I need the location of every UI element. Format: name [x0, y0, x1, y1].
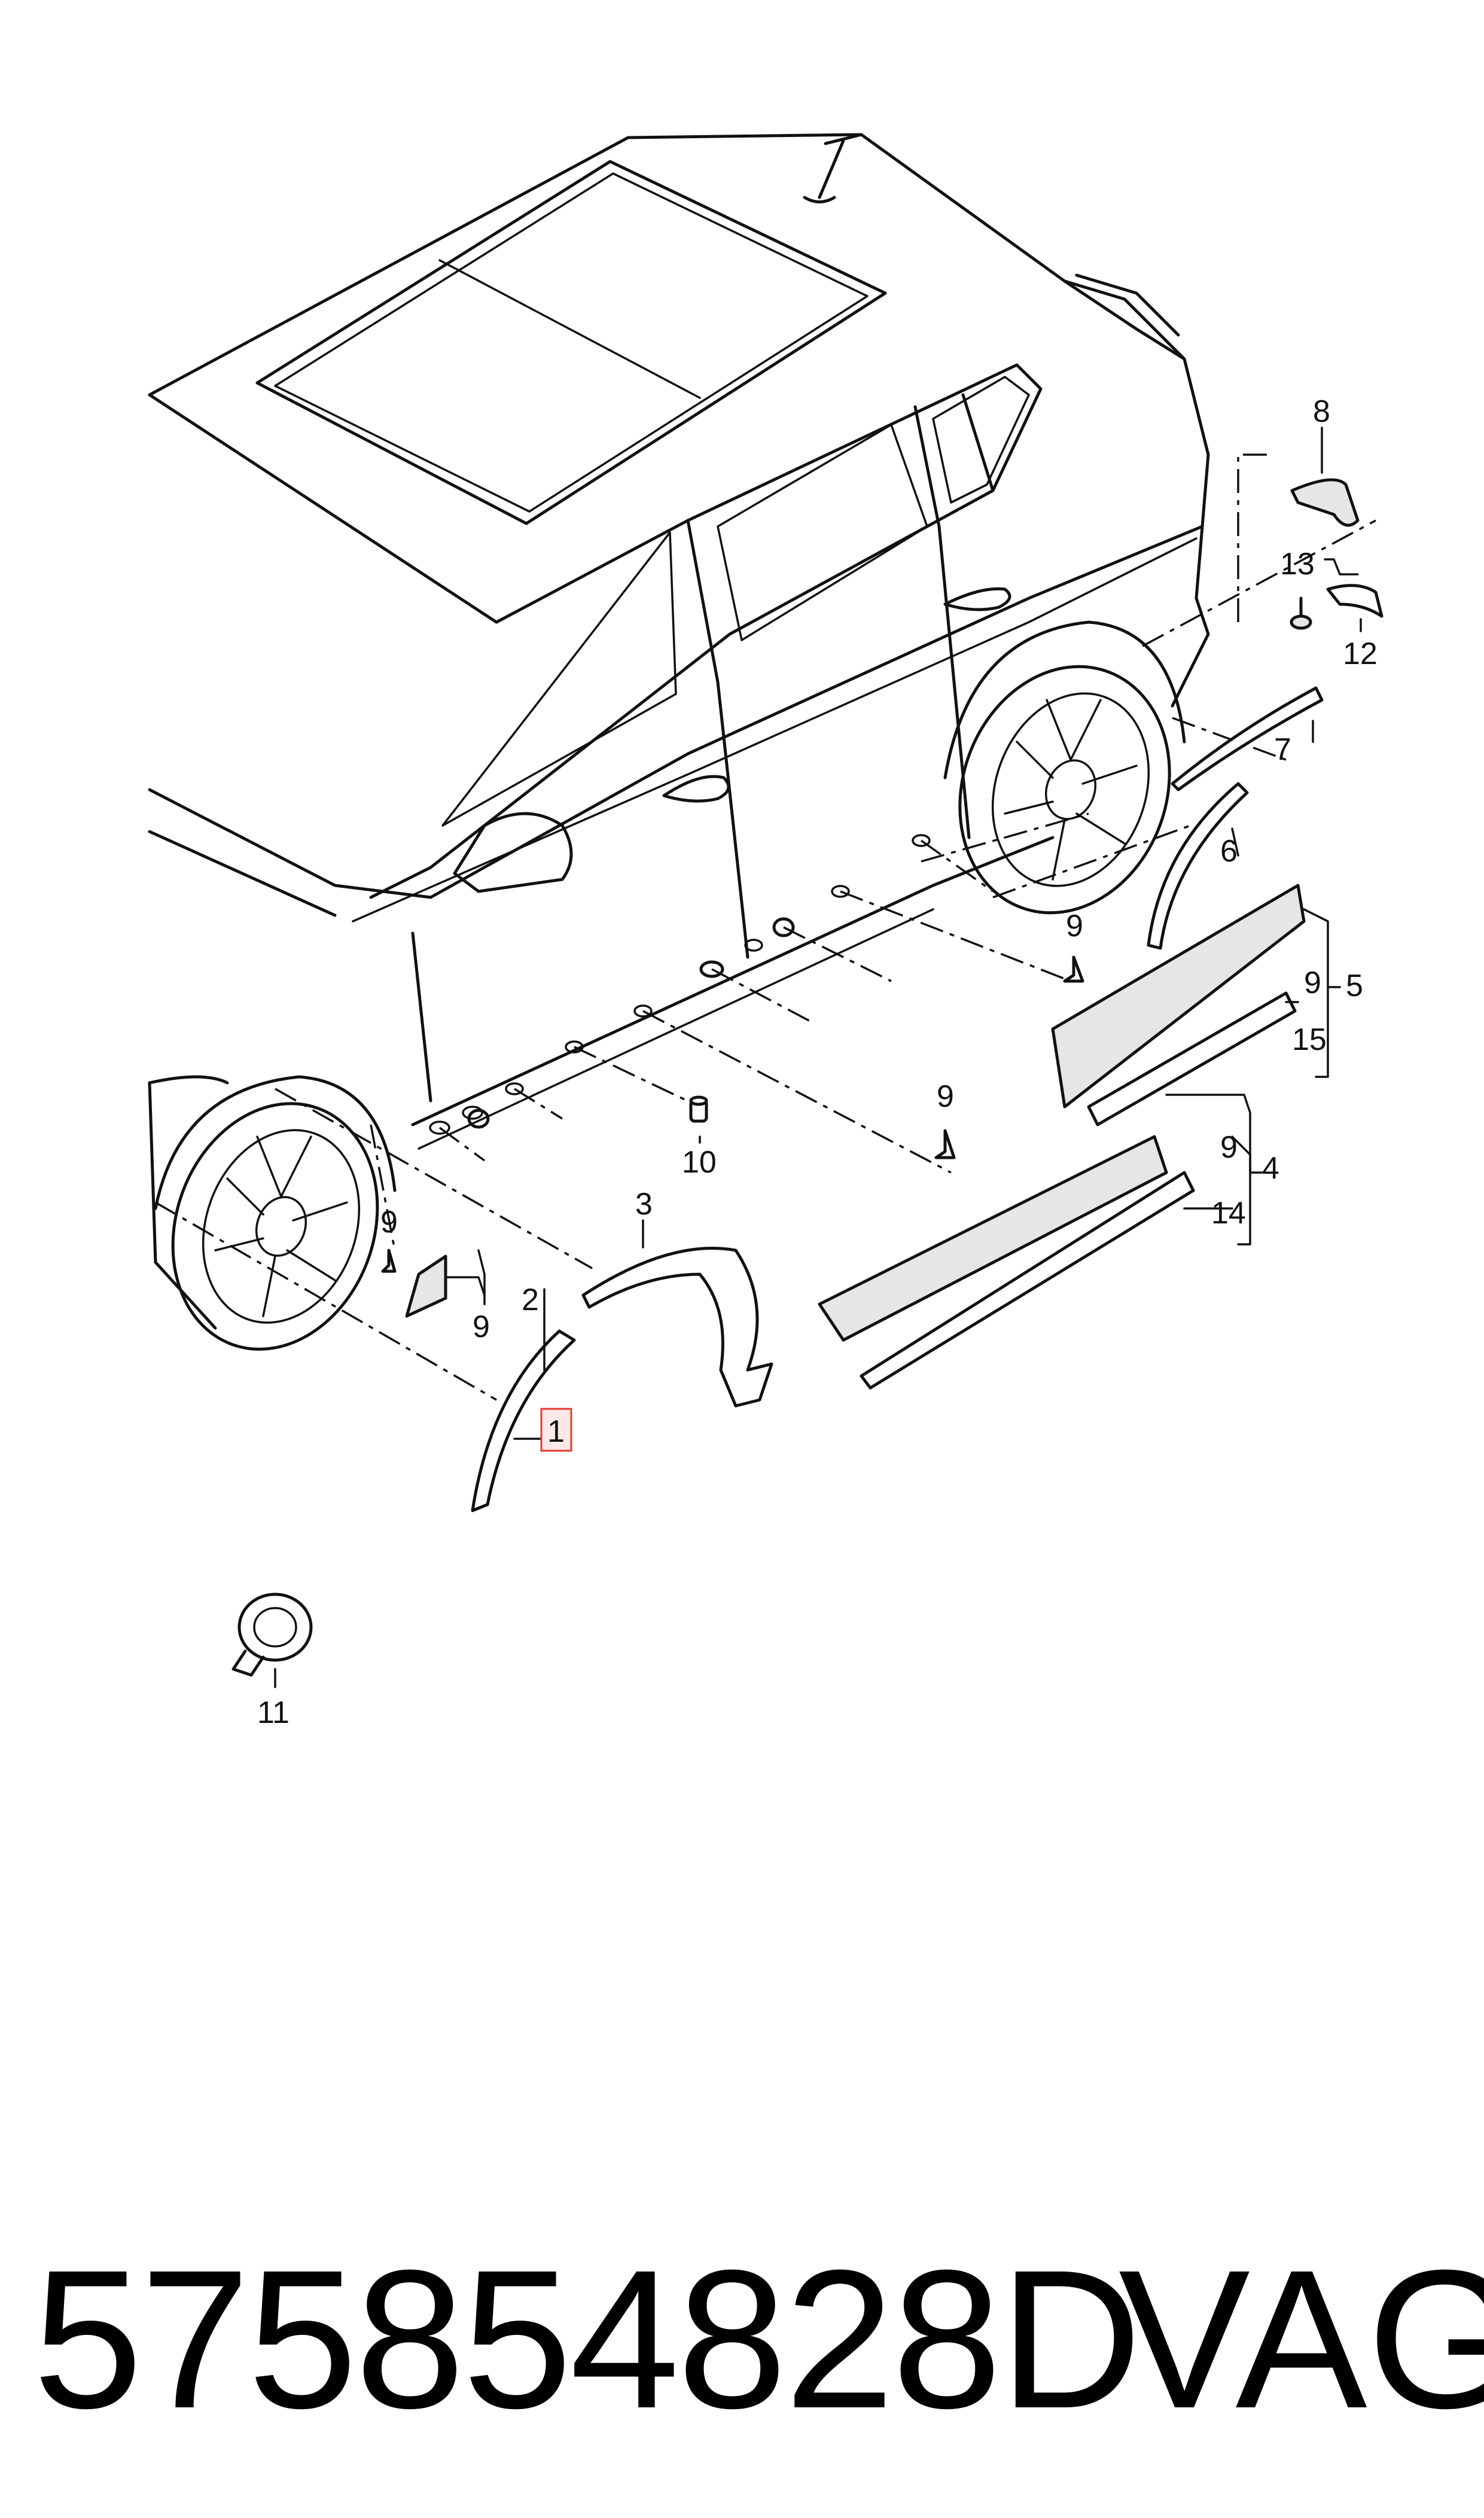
callout-9-d: 9: [1220, 1130, 1238, 1165]
callout-10: 10: [682, 1145, 717, 1180]
part-5-rear-sill-moulding: [1051, 884, 1306, 1109]
part-8-bumper-trim: [1290, 478, 1360, 527]
callout-15: 15: [1292, 1022, 1327, 1057]
callout-11: 11: [257, 1695, 290, 1730]
part-6-rear-wheel-arch-trim: [1147, 782, 1249, 950]
callout-labels: 1 2 3 4 5 6 7 8 9 9 9 9 9 9 10 11 12 13 …: [257, 394, 1378, 1730]
body-clip-holes: [429, 834, 931, 1135]
leader-lines: [155, 453, 1376, 1401]
callout-9-e: 9: [1066, 909, 1083, 943]
part-1-front-wheel-arch-trim: [471, 1329, 576, 1512]
part-15-rear-sill-strip: [1087, 991, 1297, 1126]
part-12-bracket: [1326, 584, 1384, 618]
callout-leaders: [274, 427, 1362, 1688]
callout-6: 6: [1220, 834, 1238, 869]
callout-12: 12: [1343, 637, 1378, 671]
car-body-outline: [148, 133, 1210, 1330]
callout-7: 7: [1274, 732, 1291, 767]
part-9-clips: [381, 955, 1084, 1273]
part-3-front-fender-flare: [581, 1247, 773, 1408]
front-wheel: [154, 1075, 397, 1351]
callout-5: 5: [1346, 969, 1363, 1003]
brand-name: VAG: [1119, 2228, 1484, 2449]
part-10-clip: [689, 1095, 708, 1123]
callout-9-a: 9: [380, 1205, 398, 1240]
part-7-rear-arch-upper-trim: [1171, 686, 1324, 791]
part-number: 575854828D: [33, 2228, 1142, 2449]
callout-3: 3: [635, 1187, 653, 1222]
footer: 575854828D VAG: [0, 2213, 1484, 2477]
part-2-mud-flap: [405, 1255, 447, 1318]
callout-2: 2: [522, 1283, 539, 1317]
callout-8: 8: [1313, 394, 1330, 429]
part-11-adhesive-tape-roll: [231, 1593, 313, 1677]
callout-14: 14: [1211, 1196, 1246, 1231]
parts-diagram: 1 2 3 4 5 6 7 8 9 9 9 9 9 9 10 11 12 13 …: [148, 133, 1384, 1730]
callout-9-c: 9: [937, 1079, 954, 1114]
callout-1: 1: [547, 1414, 565, 1449]
callout-9-f: 9: [1304, 966, 1321, 1000]
part-4-front-sill-moulding: [818, 1135, 1168, 1342]
callout-13: 13: [1280, 547, 1315, 581]
callout-1-highlight-box: [540, 1408, 572, 1452]
part-13-screw: [1290, 596, 1312, 630]
callout-9-b: 9: [473, 1310, 490, 1344]
part-14-front-sill-strip: [860, 1171, 1195, 1390]
callout-4: 4: [1262, 1151, 1279, 1186]
